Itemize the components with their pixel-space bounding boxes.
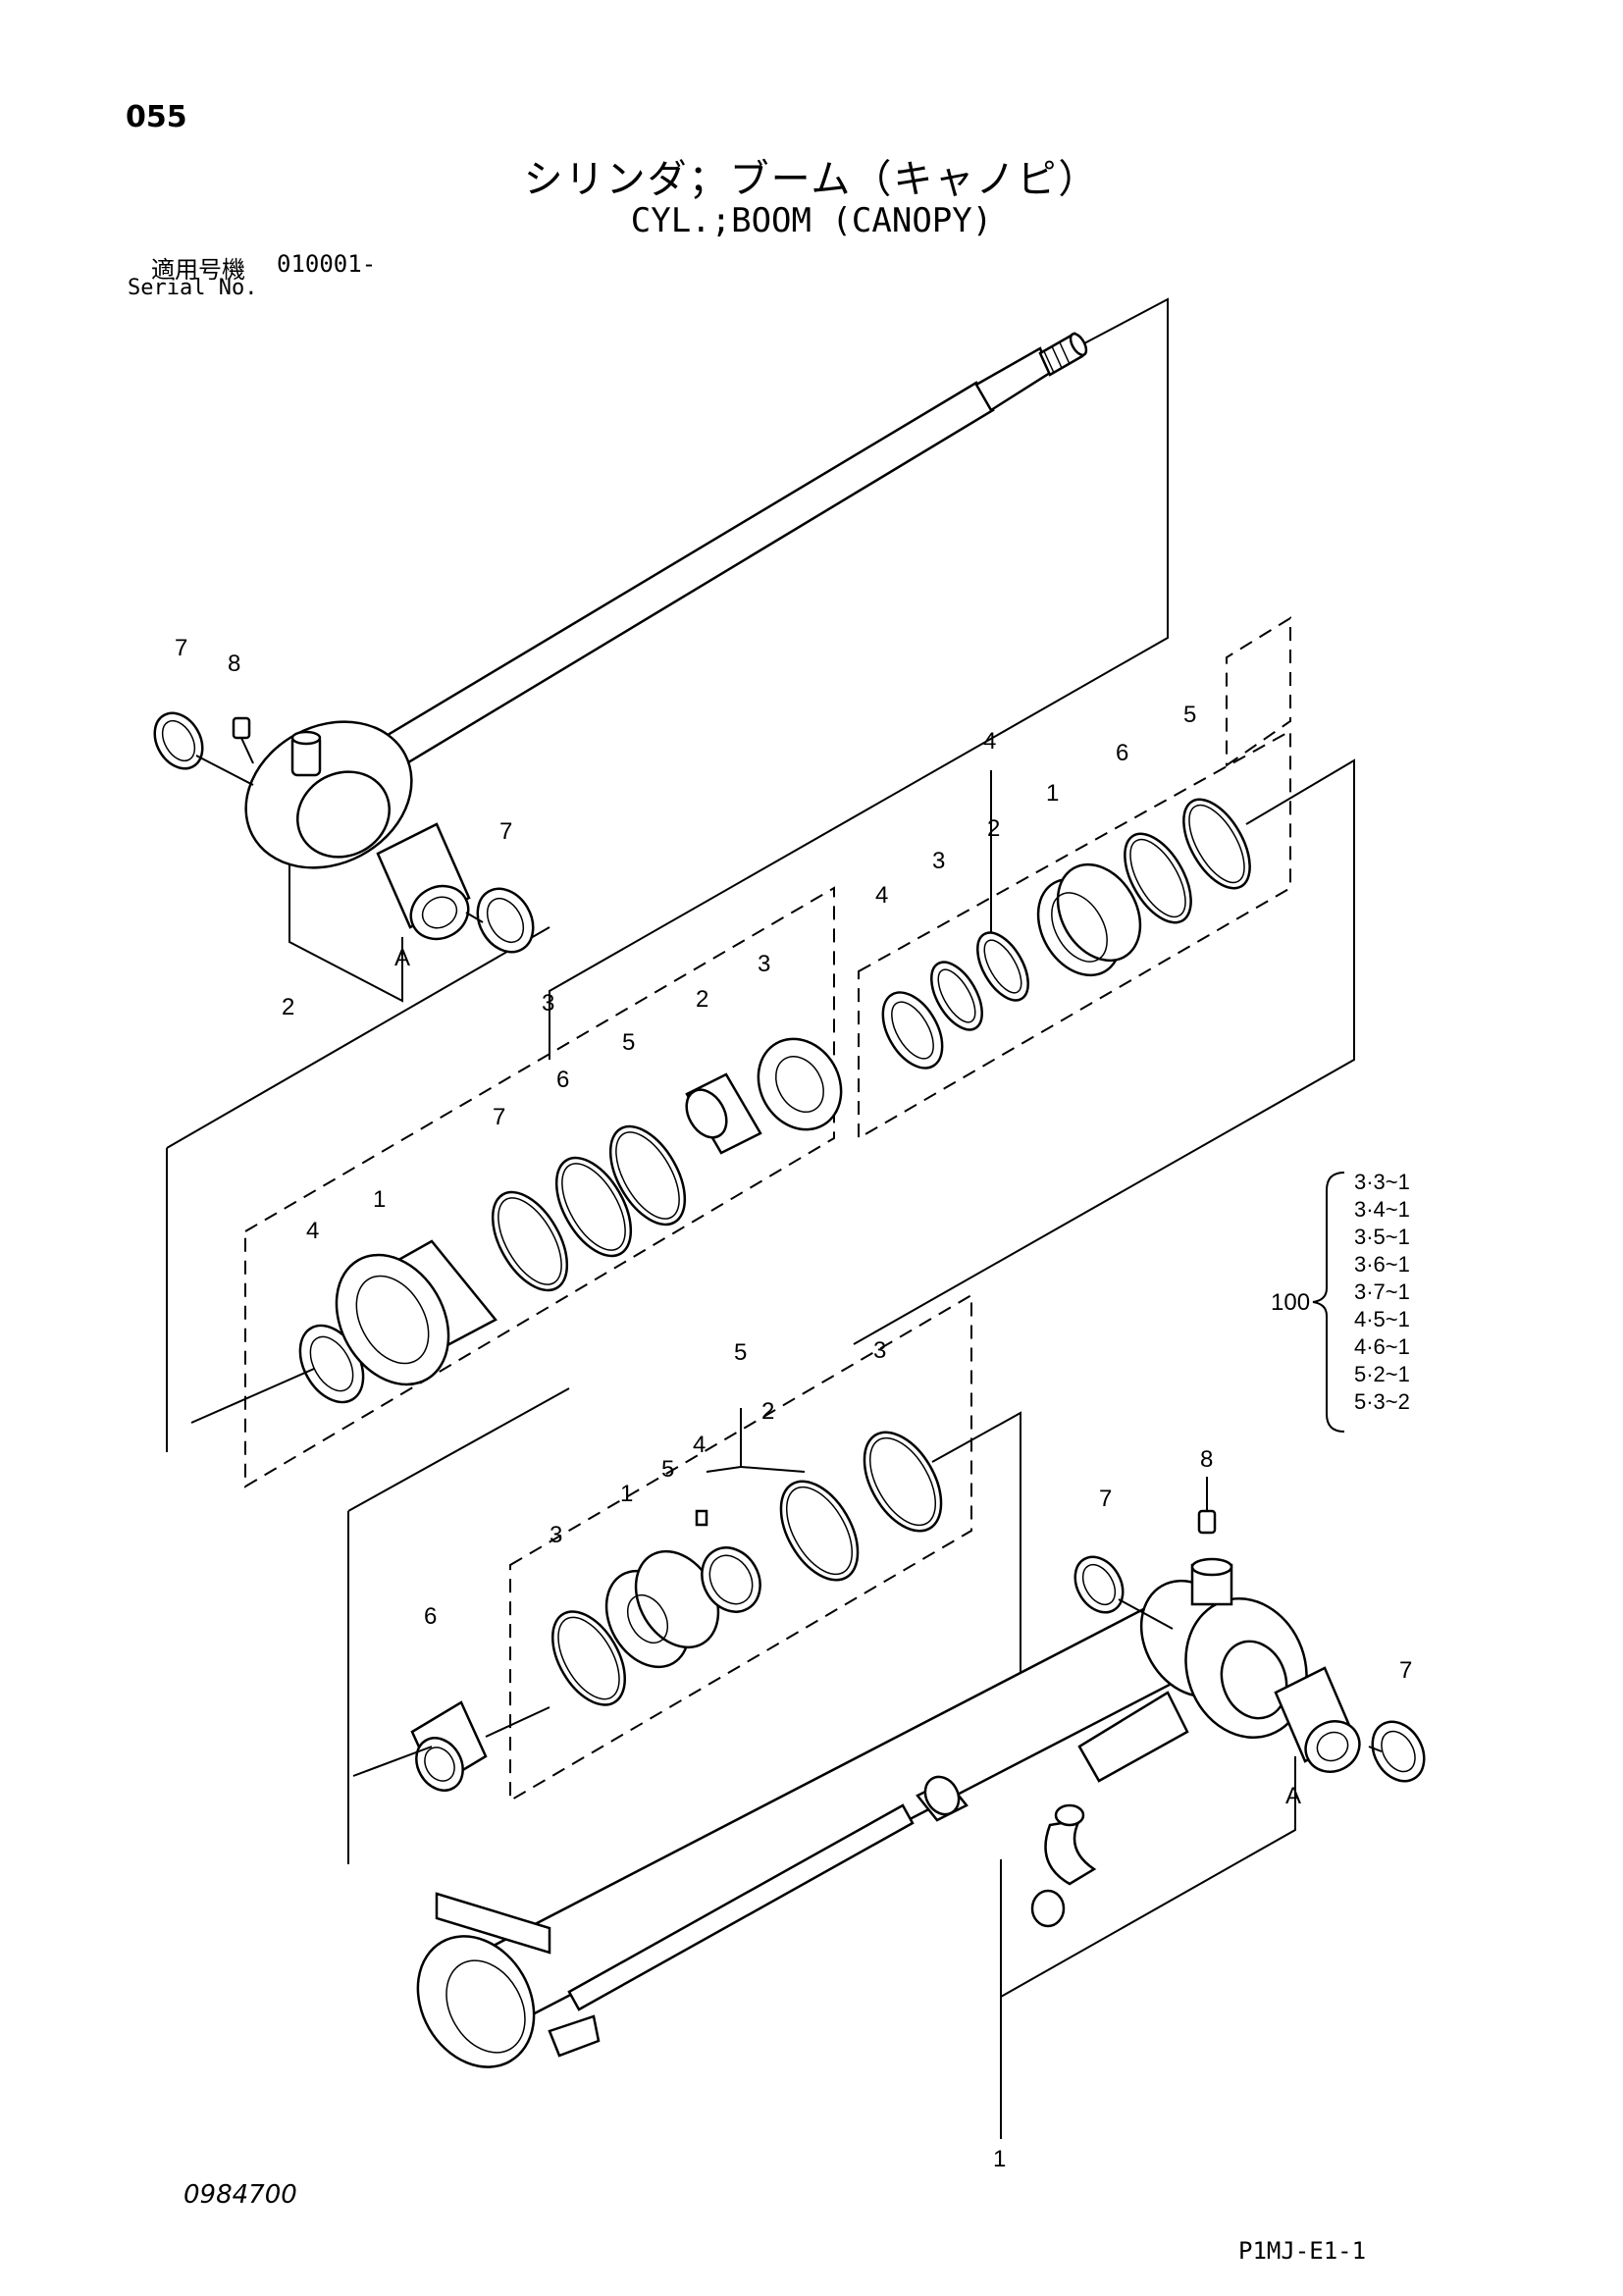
callout-valve-3-right: 3 (873, 1337, 886, 1364)
callout-head-2: 2 (696, 986, 708, 1013)
tube-bushing (1274, 1666, 1361, 1773)
seal-kit-item-9: 5·3~2 (1354, 1389, 1410, 1414)
piston-rod (244, 332, 1088, 869)
callout-valve-6: 6 (424, 1603, 437, 1630)
callout-main-1: 1 (993, 2146, 1006, 2172)
callout-head-6: 6 (556, 1067, 569, 1093)
piston-group-parts (881, 798, 1251, 1070)
seal-kit-item-7: 4·6~1 (1354, 1334, 1410, 1359)
rod-seal-7-right (465, 887, 535, 954)
tube-grease-fitting-8 (1197, 1477, 1217, 1535)
callout-piston-1: 1 (1046, 780, 1059, 807)
callout-rod-8: 8 (228, 651, 240, 677)
seal-kit-item-4: 3·6~1 (1354, 1252, 1410, 1277)
page-title-english: CYL.;BOOM (CANOPY) (630, 201, 993, 240)
page-title-japanese: シリンダ；ブーム（キャノピ） (523, 157, 1100, 202)
seal-kit-list: 100 3·3~1 3·4~1 3·5~1 3·6~1 3·7~1 4·5~1 … (1271, 1170, 1410, 1433)
seal-kit-item-6: 4·5~1 (1354, 1307, 1410, 1331)
callout-rod-7-left: 7 (175, 635, 187, 661)
callout-head-1: 1 (373, 1186, 386, 1213)
document-code: 0984700 (183, 2180, 297, 2210)
page-number: 055 (126, 100, 187, 134)
callout-head-3: 3 (758, 951, 770, 977)
callout-piston-5: 5 (1183, 702, 1196, 728)
callout-group-3: 3 (542, 990, 554, 1017)
tube-seal-7-left (1073, 1555, 1174, 1630)
valve-group-parts (410, 1431, 943, 1792)
callout-valve-3-left: 3 (550, 1522, 562, 1548)
tube-seal-7-right (1368, 1720, 1426, 1783)
callout-valve-1: 1 (620, 1481, 633, 1507)
callout-valve-4: 4 (693, 1432, 706, 1458)
callout-valve-5: 5 (661, 1456, 674, 1483)
seal-kit-item-2: 3·4~1 (1354, 1197, 1410, 1222)
callout-piston-6: 6 (1116, 740, 1128, 766)
serial-label-english: Serial No. (128, 276, 258, 300)
callout-a-rod: A (394, 945, 410, 971)
seal-kit-item-1: 3·3~1 (1354, 1170, 1410, 1194)
callout-tube-8: 8 (1200, 1446, 1213, 1473)
callout-head-4: 4 (306, 1218, 319, 1244)
callout-valve-2: 2 (761, 1398, 774, 1425)
seal-kit-number: 100 (1271, 1289, 1310, 1316)
seal-kit-item-3: 3·5~1 (1354, 1225, 1410, 1249)
callout-tube-7-left: 7 (1099, 1486, 1112, 1512)
callout-piston-3: 3 (932, 848, 945, 874)
callout-a-tube: A (1285, 1783, 1301, 1809)
figure-code: P1MJ-E1-1 (1238, 2237, 1367, 2265)
callout-group-4: 4 (983, 728, 996, 755)
callout-group-5: 5 (734, 1339, 747, 1366)
cylinder-head-group (298, 1037, 843, 1404)
serial-label-japanese: 適用号機 (151, 256, 245, 284)
callout-head-5: 5 (622, 1029, 635, 1056)
grease-fitting-8 (232, 716, 254, 764)
callout-piston-4: 4 (875, 882, 888, 909)
callout-rod-7-right: 7 (499, 818, 512, 845)
serial-number-value: 010001- (277, 250, 377, 278)
callout-rod-2: 2 (282, 994, 294, 1020)
rod-eye-seal-7 (153, 711, 254, 786)
callout-head-7: 7 (493, 1104, 505, 1130)
seal-kit-item-5: 3·7~1 (1354, 1279, 1410, 1304)
rod-bushing (376, 822, 471, 941)
seal-kit-item-8: 5·2~1 (1354, 1362, 1410, 1386)
callout-tube-7-right: 7 (1399, 1657, 1412, 1684)
callout-piston-2: 2 (987, 815, 1000, 842)
cylinder-tube (416, 1557, 1308, 2068)
